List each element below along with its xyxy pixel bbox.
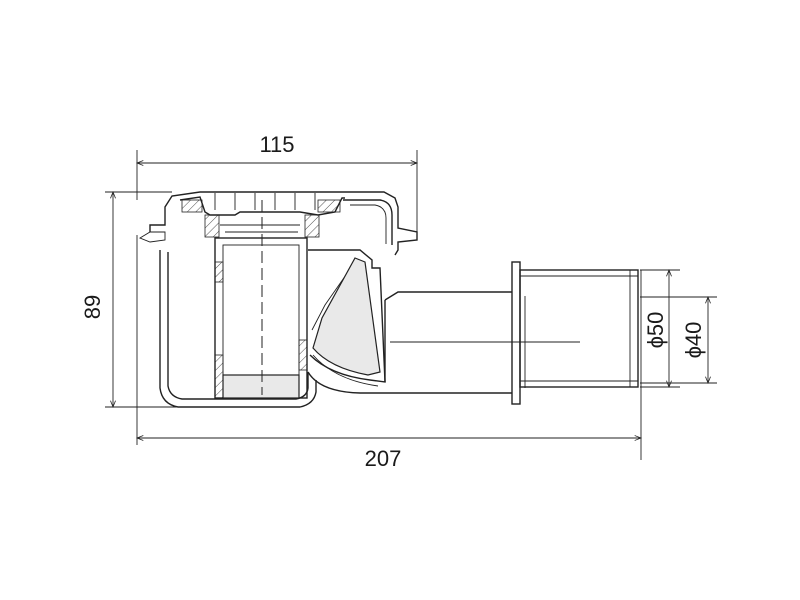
dimension-outlet-inner: ϕ40 <box>640 295 717 385</box>
dimension-width-total-label: 207 <box>365 446 402 471</box>
dimension-width-total: 207 <box>135 235 643 471</box>
drain-body <box>138 191 639 408</box>
dimension-outlet-inner-label: ϕ40 <box>681 322 706 359</box>
dimension-height-left: 89 <box>80 190 180 409</box>
dimension-outlet-outer-label: ϕ50 <box>643 312 668 349</box>
dimension-outlet-outer: ϕ50 <box>640 268 680 389</box>
dimension-height-left-label: 89 <box>80 295 105 319</box>
dimension-width-top: 115 <box>135 132 419 232</box>
dimension-width-top-label: 115 <box>259 132 294 157</box>
